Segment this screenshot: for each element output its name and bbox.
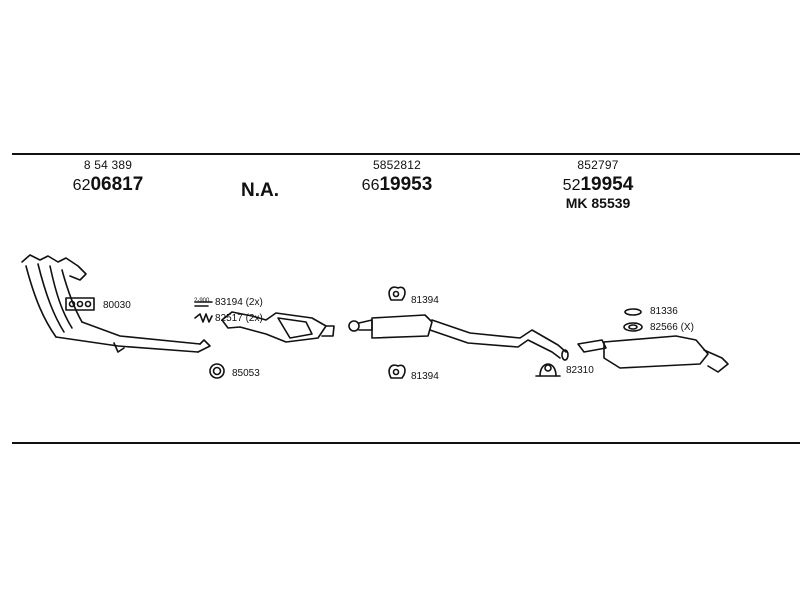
middle-silencer-drawing (348, 314, 569, 361)
bottom-rule (12, 442, 800, 444)
header-middle-silencer: 5852812 6619953 (357, 159, 437, 194)
hanger-top-drawing (388, 286, 406, 301)
header-ref: 8 54 389 (83, 158, 133, 172)
bolt-springs-drawing (194, 301, 213, 323)
rubber-mount-drawing (624, 308, 642, 316)
ring-gasket-drawing (209, 363, 225, 379)
label-ring-gasket: 85053 (232, 368, 260, 379)
label-springs: 82517 (2x) (215, 313, 263, 324)
catalytic-converter-drawing (221, 311, 335, 343)
manifold-gasket-drawing (65, 297, 95, 311)
label-ring-x: 82566 (X) (650, 322, 694, 333)
header-part-number: 6619953 (361, 174, 433, 195)
clamp-drawing (535, 363, 561, 377)
header-mk-number: MK 85539 (565, 195, 631, 211)
header-rear-silencer: 852797 5219954 MK 85539 (558, 159, 638, 210)
header-part-number: 6206817 (72, 174, 144, 195)
rear-silencer-drawing (577, 335, 729, 373)
header-manifold: 8 54 389 6206817 (68, 159, 148, 194)
label-rubber-mount: 81336 (650, 306, 678, 317)
header-ref: 5852812 (372, 158, 422, 172)
header-catalyst: N.A. (225, 177, 295, 200)
top-rule (12, 153, 800, 155)
label-hanger-bottom: 81394 (411, 371, 439, 382)
label-hanger-top: 81394 (411, 295, 439, 306)
hanger-bottom-drawing (388, 364, 406, 379)
exhaust-manifold-drawing (21, 254, 211, 353)
header-na: N.A. (241, 180, 279, 201)
label-clamp: 82310 (566, 365, 594, 376)
header-part-number: 5219954 (562, 174, 634, 195)
header-ref: 852797 (577, 158, 619, 172)
label-manifold-gasket: 80030 (103, 300, 131, 311)
label-bolts: 83194 (2x) (215, 297, 263, 308)
label-tiny-ref: 2-900 (194, 298, 210, 304)
ring-x-drawing (623, 322, 643, 332)
